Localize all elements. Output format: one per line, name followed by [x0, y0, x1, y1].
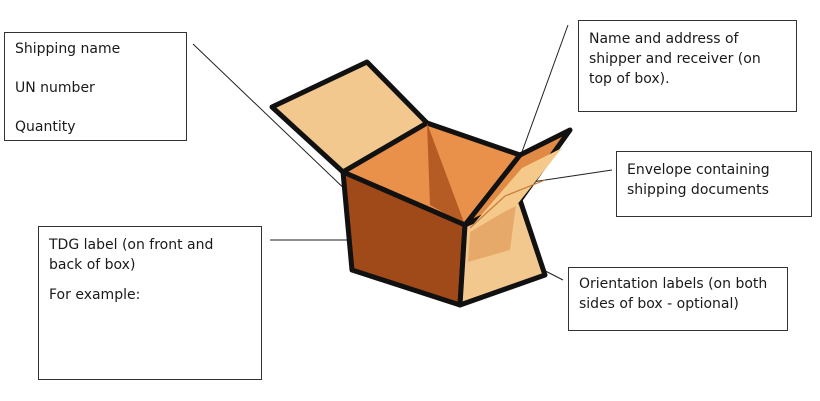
leader-line-shipping-info	[192, 43, 353, 197]
label-tdg: TDG label (on front and back of box)	[49, 237, 214, 273]
label-quantity: Quantity	[15, 119, 76, 135]
callout-name-address: Name and address of shipper and receiver…	[578, 20, 797, 112]
label-orientation: Orientation labels (on both sides of box…	[579, 276, 768, 312]
label-shipping-name: Shipping name	[15, 41, 121, 57]
leader-line-envelope	[531, 169, 613, 183]
label-envelope: Envelope containing shipping documents	[627, 162, 770, 198]
label-un-number: UN number	[15, 80, 95, 96]
callout-tdg-label: TDG label (on front and back of box) For…	[38, 226, 262, 380]
callout-orientation: Orientation labels (on both sides of box…	[568, 267, 788, 331]
label-for-example: For example:	[49, 287, 141, 303]
callout-envelope: Envelope containing shipping documents	[616, 151, 812, 217]
envelope-shape	[470, 148, 562, 228]
label-name-address: Name and address of shipper and receiver…	[589, 31, 761, 87]
callout-shipping-info: Shipping name UN number Quantity	[4, 32, 187, 141]
